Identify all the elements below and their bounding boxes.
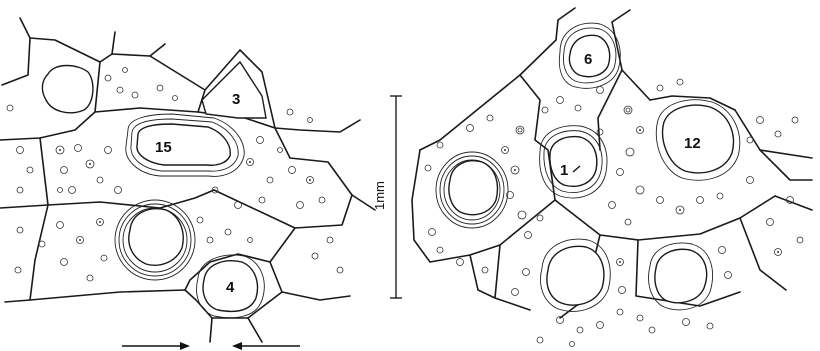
right-panel-left-ring-cell [436,152,508,228]
right-tissue-panel: 6 12 1 [412,8,812,347]
cell-15-label: 15 [155,139,172,156]
left-upper-lumen [42,66,93,113]
right-panel-bottom-middle-cell [541,239,611,311]
cell-3-lumen [202,62,266,118]
cell-12: 12 [656,100,739,180]
left-tissue-panel: 15 4 3 [0,18,375,342]
cell-6: 6 [559,23,620,88]
cell-4-label: 4 [226,279,235,296]
arrow-pointing-right [122,342,190,350]
cell-3-label: 3 [232,91,240,108]
cell-1: 1 [540,126,607,198]
left-lower-ring-cell [115,200,195,280]
cell-6-label: 6 [584,51,592,68]
cell-15: 15 [126,114,244,176]
cell-12-label: 12 [684,135,701,152]
scale-bar: 1mm [372,96,402,298]
arrow-pointing-left [232,342,300,350]
cell-1-label: 1 [560,162,568,179]
scale-bar-label: 1mm [372,181,387,210]
